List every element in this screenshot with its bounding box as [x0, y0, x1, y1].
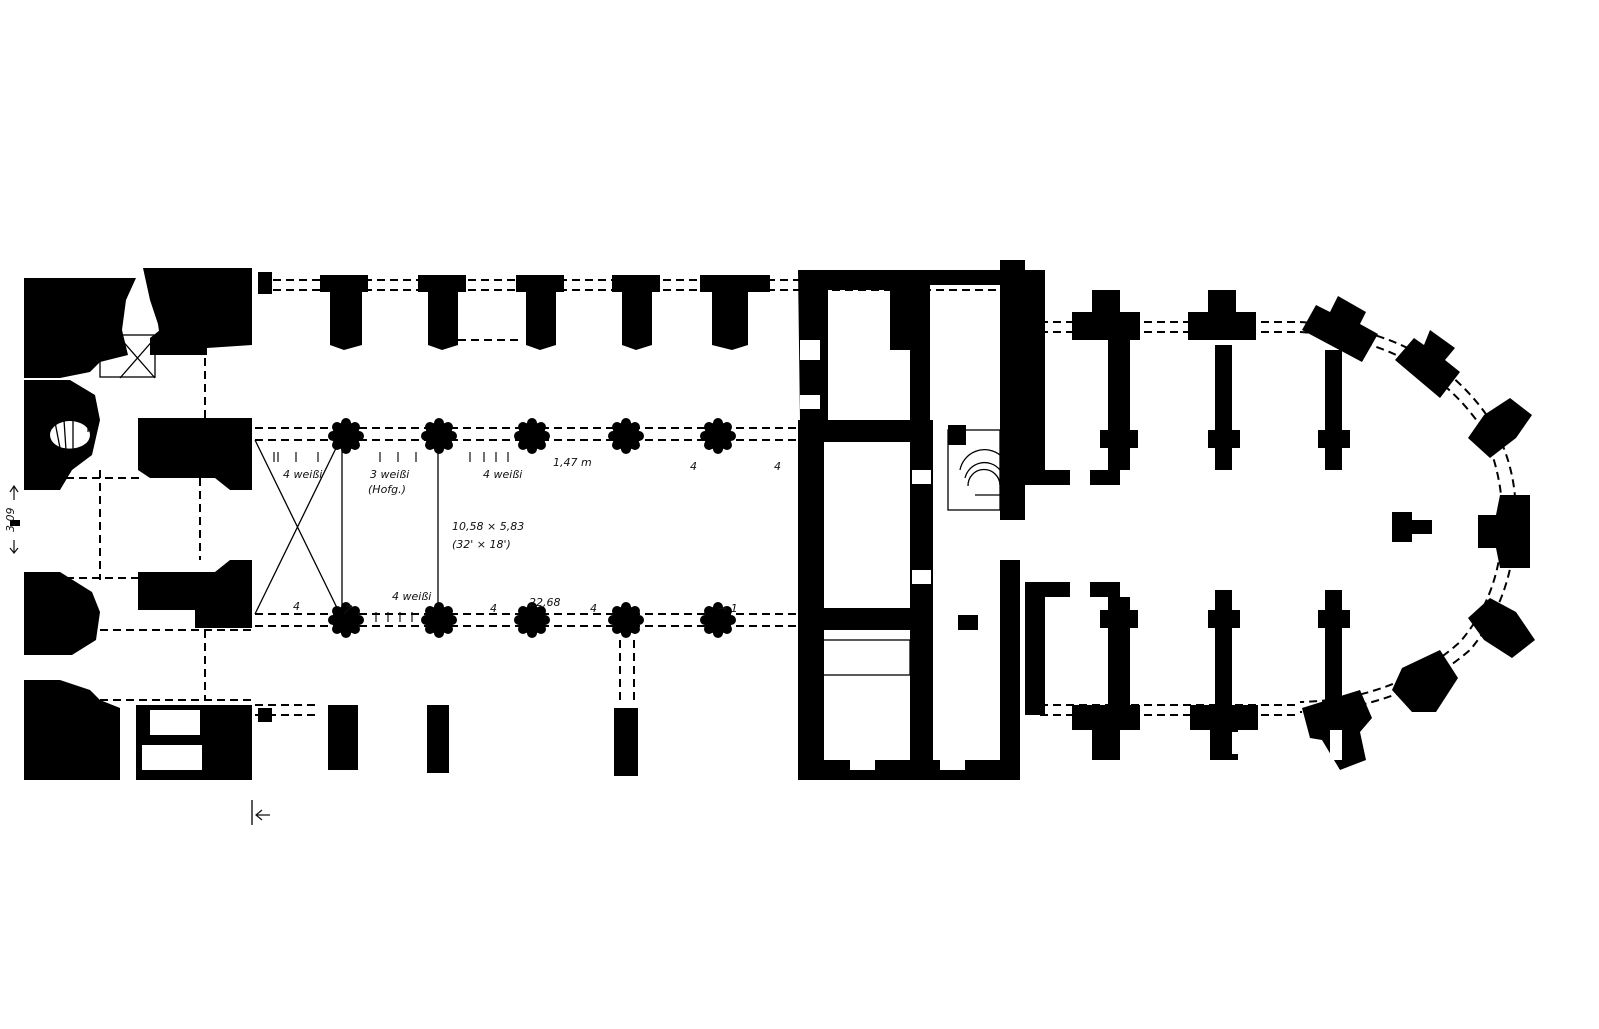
column-n3 [514, 418, 550, 454]
choir-buttress-s5 [1468, 598, 1535, 658]
column-s4 [608, 602, 644, 638]
north-buttress-5 [700, 275, 770, 350]
note-bay-dims-a: 10,58 × 5,83 [452, 520, 524, 533]
crossing-wall-west [798, 420, 824, 630]
north-buttress-3 [516, 275, 564, 350]
note-mark-4a: 4 [690, 460, 697, 473]
nave-south-wall [251, 640, 638, 825]
note-mark-4b: 4 [774, 460, 781, 473]
north-buttress-4 [612, 275, 660, 350]
note-bay3-top: 4 weißi [483, 468, 522, 481]
note-mark-4d: 4 [490, 602, 497, 615]
crossing [798, 260, 1045, 780]
note-mark-1: → 1 [718, 602, 738, 615]
note-bay2-bottom: 4 weißi [392, 590, 431, 603]
north-buttress-2 [418, 275, 466, 350]
altar [1392, 512, 1432, 542]
note-bay2-top-a: 3 weißi [370, 468, 409, 481]
note-bay-dims-b: (32' × 18') [452, 538, 511, 551]
choir-buttress-n5 [1468, 398, 1532, 458]
note-length-2268: 22,68 [529, 596, 561, 609]
note-bay1-top: 4 weißi [283, 468, 322, 481]
choir-buttress-n2 [1188, 290, 1256, 340]
column-n5 [700, 418, 736, 454]
choir-buttress-n1 [1072, 290, 1140, 340]
column-n1 [328, 418, 364, 454]
nave-north-wall [258, 272, 1005, 350]
choir-pier-s2 [1208, 590, 1240, 705]
west-front [10, 268, 252, 780]
choir-pier-s3 [1318, 590, 1350, 705]
column-n2 [421, 418, 457, 454]
south-buttress-1 [328, 705, 358, 770]
crossing-wall-south [798, 608, 933, 630]
choir-buttress-e [1478, 495, 1530, 568]
spiral-stair [959, 449, 1001, 496]
annotations: 3,09 4 weißi 3 weißi (Hofg.) 4 weißi 1,4… [4, 452, 781, 622]
vault-lines [254, 439, 439, 615]
south-chapel-wall [798, 630, 1020, 780]
apse-wall [1299, 321, 1517, 713]
note-mark-4c: 4 [293, 600, 300, 613]
crossing-wall-north [798, 420, 933, 442]
note-dim-147: 1,47 m [553, 456, 592, 469]
crossing-wall-east [910, 420, 933, 630]
north-buttress-1 [320, 275, 368, 350]
south-buttress-3 [614, 708, 638, 776]
choir-buttress-n4 [1395, 330, 1460, 398]
choir-buttress-s2 [1190, 705, 1258, 760]
choir-buttress-n3 [1302, 296, 1378, 362]
column-s2 [421, 602, 457, 638]
column-s1 [328, 602, 364, 638]
choir-buttress-s1 [1072, 705, 1140, 760]
choir [1025, 290, 1535, 770]
south-buttress-2 [427, 705, 449, 773]
sw-pier [138, 560, 252, 628]
south-tower [24, 572, 100, 655]
note-mark-4e: 4 [590, 602, 597, 615]
nw-pier [138, 418, 252, 490]
note-west-height: 3,09 [4, 508, 17, 533]
note-bay2-top-b: (Hofg.) [368, 483, 406, 496]
column-n4 [608, 418, 644, 454]
